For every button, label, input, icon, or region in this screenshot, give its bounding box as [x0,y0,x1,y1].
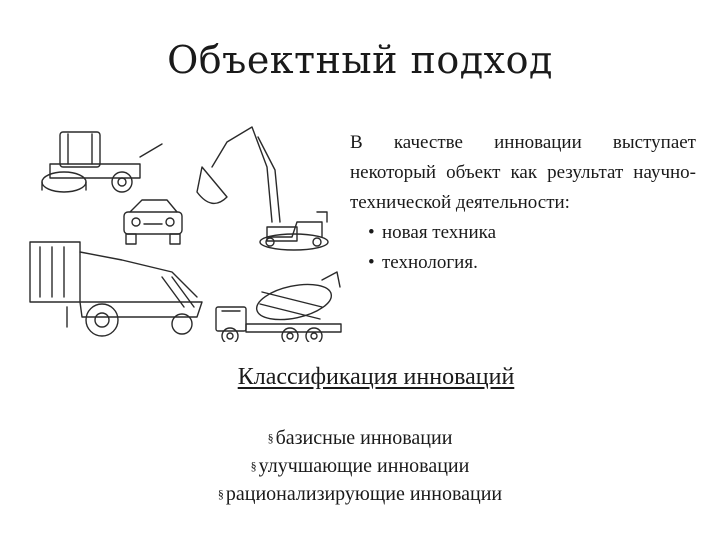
excavator-icon [196,126,329,251]
classification-heading-text: Классификация инноваций [237,364,515,390]
list-item: §рационализирующие инновации [217,483,503,505]
list-item: §улучшающие инновации [250,455,470,477]
description-paragraph: В качестве инновации выступает некоторый… [350,132,696,213]
machinery-illustration [29,126,342,342]
car-icon [123,199,183,245]
bullet-item: технология. [350,248,696,278]
list-marker-icon: § [217,487,224,501]
slide-title: Объектный подход [167,38,553,82]
combine-harvester-icon [29,241,203,337]
innovation-bullets: новая техника технология. [350,218,696,278]
list-marker-icon: § [267,431,274,445]
road-roller-icon [41,131,163,193]
list-marker-icon: § [250,459,257,473]
classification-heading: Классификация инноваций [0,364,720,391]
concrete-mixer-truck-icon [215,271,342,342]
bullet-item: новая техника [350,218,696,248]
innovation-description: В качестве инновации выступает некоторый… [350,128,696,278]
classification-list: §базисные инновации §улучшающие инноваци… [0,424,720,508]
list-item: §базисные инновации [267,427,453,449]
